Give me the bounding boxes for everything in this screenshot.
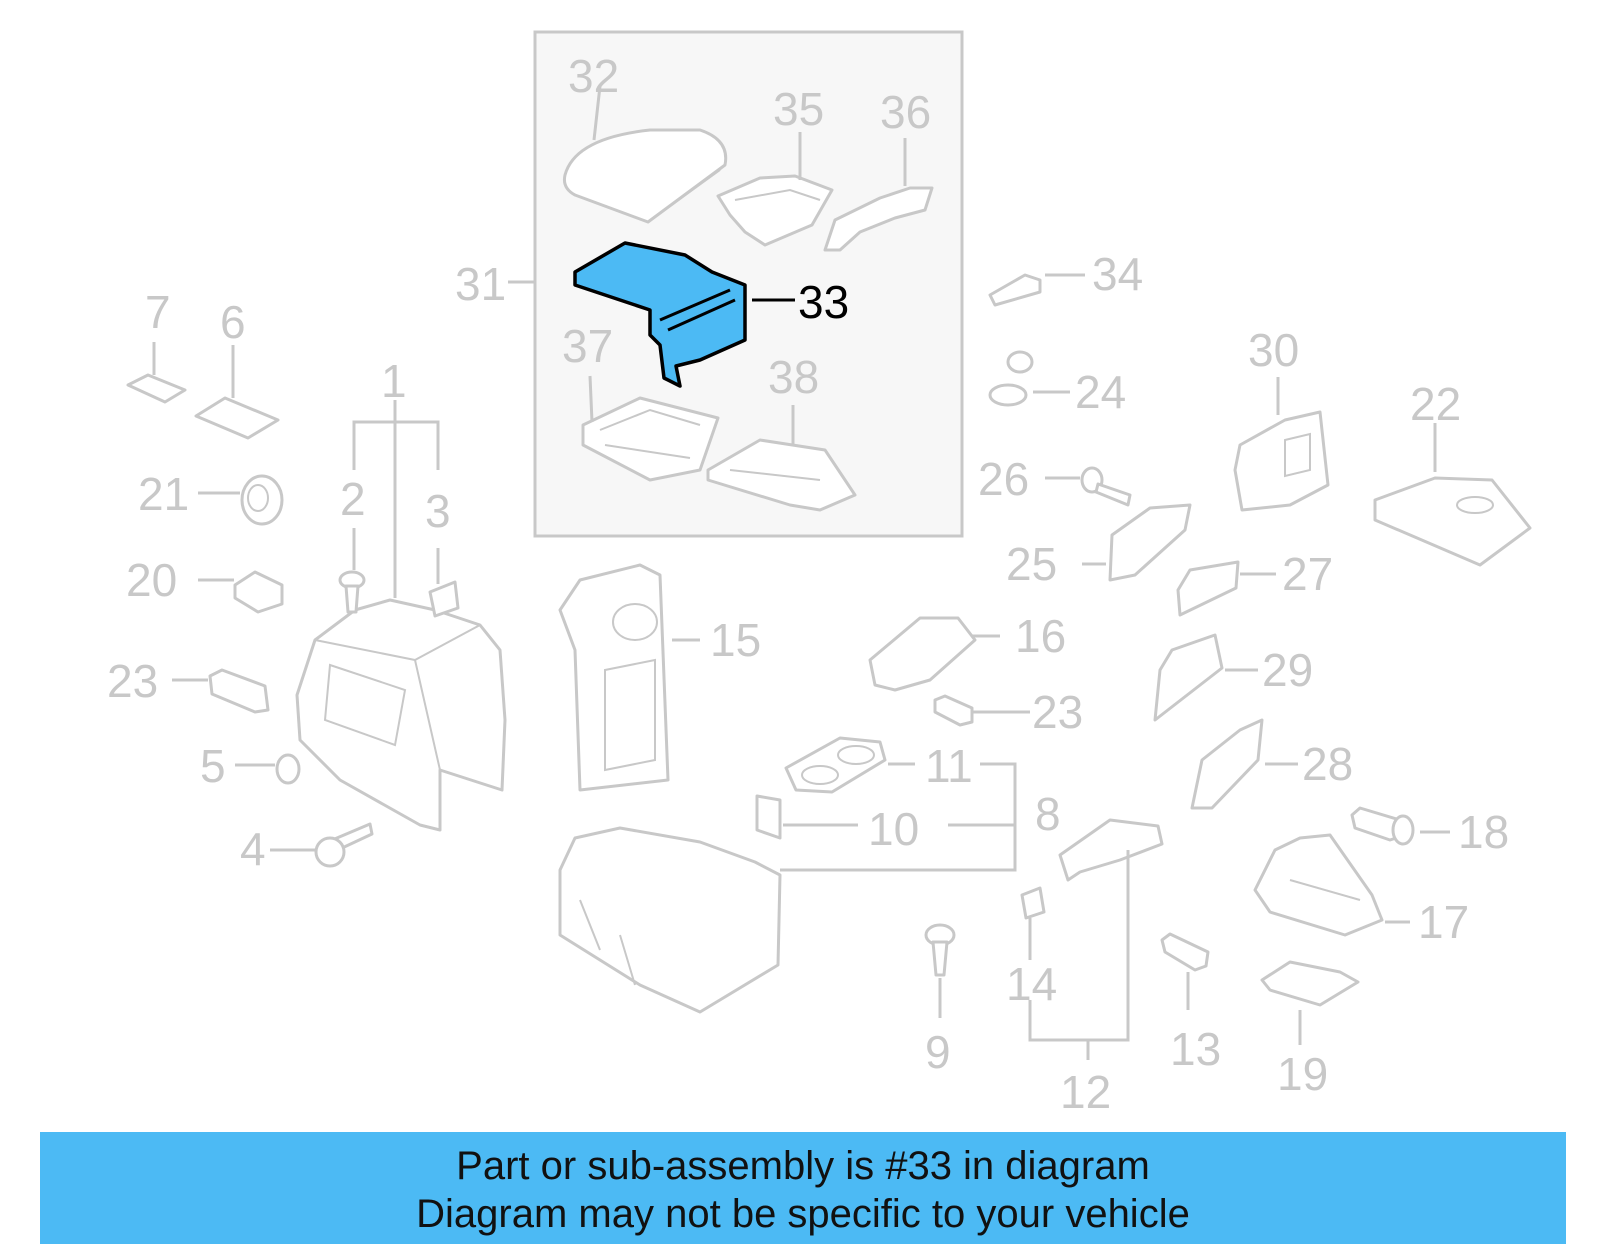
banner-line-disclaimer: Diagram may not be specific to your vehi…	[416, 1192, 1190, 1236]
callout-18[interactable]: 18	[1458, 806, 1509, 858]
callout-4[interactable]: 4	[240, 823, 266, 875]
callout-30[interactable]: 30	[1248, 324, 1299, 376]
callout-23-left[interactable]: 23	[107, 655, 158, 707]
callout-labels: 1 2 3 4 5 6 7 8 9 10 11 12 13 14 15 16 1…	[107, 50, 1509, 1118]
part-37-tray[interactable]	[581, 396, 720, 482]
callout-10[interactable]: 10	[868, 803, 919, 855]
callout-2[interactable]: 2	[340, 473, 366, 525]
callout-27[interactable]: 27	[1282, 548, 1333, 600]
callout-22[interactable]: 22	[1410, 378, 1461, 430]
part-12-bracket[interactable]	[1058, 818, 1164, 882]
part-19-clip[interactable]	[1260, 960, 1360, 1007]
part-27-clip[interactable]	[1176, 560, 1240, 617]
part-23-bolt-center[interactable]	[933, 694, 974, 727]
part-16-bezel[interactable]	[868, 616, 977, 692]
callout-9[interactable]: 9	[925, 1026, 951, 1078]
callout-34[interactable]: 34	[1092, 248, 1143, 300]
part-25-bracket[interactable]	[1108, 503, 1192, 582]
callout-1[interactable]: 1	[381, 355, 407, 407]
callout-11[interactable]: 11	[925, 740, 973, 792]
callout-23-center[interactable]: 23	[1032, 686, 1083, 738]
part-22-bracket[interactable]	[1373, 476, 1532, 567]
callout-24[interactable]: 24	[1075, 366, 1126, 418]
part-34-screw[interactable]	[988, 273, 1042, 307]
callout-28[interactable]: 28	[1302, 738, 1353, 790]
callout-13[interactable]: 13	[1170, 1023, 1221, 1075]
callout-7[interactable]: 7	[145, 286, 171, 338]
part-36-latch-rod[interactable]	[823, 186, 934, 252]
part-26-screw[interactable]	[1080, 466, 1132, 507]
banner-line-part: Part or sub-assembly is #33 in diagram	[456, 1144, 1150, 1188]
part-23-bolt-left[interactable]	[208, 668, 270, 714]
part-35-bracket[interactable]	[716, 174, 834, 247]
part-13-bolt[interactable]	[1160, 932, 1210, 972]
part-21-plug[interactable]	[240, 474, 284, 526]
part-17-cup-holder[interactable]	[1253, 833, 1384, 937]
part-32-armrest-lid[interactable]	[563, 128, 728, 224]
part-10-mat[interactable]	[755, 794, 782, 840]
part-18-bolt[interactable]	[1350, 806, 1415, 846]
part-11-cup-holder[interactable]	[784, 736, 887, 794]
part-3-clip[interactable]	[428, 580, 460, 618]
part-38-base-plate[interactable]	[706, 438, 857, 512]
part-30-module[interactable]	[1233, 410, 1330, 512]
callout-15[interactable]: 15	[710, 614, 761, 666]
callout-19[interactable]: 19	[1277, 1048, 1328, 1100]
callout-8[interactable]: 8	[1035, 788, 1061, 840]
callout-35[interactable]: 35	[773, 83, 824, 135]
callout-21[interactable]: 21	[138, 468, 189, 520]
callout-3[interactable]: 3	[425, 485, 451, 537]
callout-26[interactable]: 26	[978, 453, 1029, 505]
part-24-nut[interactable]	[988, 350, 1034, 407]
part-33-armrest-hinge[interactable]	[573, 241, 747, 388]
part-6-pad[interactable]	[194, 396, 280, 440]
callout-5[interactable]: 5	[200, 740, 226, 792]
callout-20[interactable]: 20	[126, 554, 177, 606]
callout-38[interactable]: 38	[768, 351, 819, 403]
callout-17[interactable]: 17	[1418, 896, 1469, 948]
part-15-side-panel[interactable]	[558, 563, 670, 792]
part-14-clip[interactable]	[1020, 886, 1046, 920]
callout-25[interactable]: 25	[1006, 538, 1057, 590]
part-29-panel[interactable]	[1153, 633, 1224, 722]
info-banner: Part or sub-assembly is #33 in diagram D…	[40, 1132, 1566, 1244]
callout-32[interactable]: 32	[568, 50, 619, 102]
callout-33[interactable]: 33	[798, 276, 849, 328]
part-1-console-frame[interactable]	[295, 598, 507, 832]
part-4-bolt[interactable]	[314, 822, 374, 868]
part-7-pad[interactable]	[126, 373, 187, 404]
part-2-screw[interactable]	[338, 570, 366, 614]
callout-29[interactable]: 29	[1262, 644, 1313, 696]
callout-12[interactable]: 12	[1060, 1066, 1111, 1118]
part-20-clip[interactable]	[233, 570, 284, 614]
callout-37[interactable]: 37	[562, 320, 613, 372]
part-28-panel[interactable]	[1190, 718, 1264, 810]
callout-31[interactable]: 31	[455, 258, 506, 310]
part-9-screw[interactable]	[924, 923, 956, 977]
callout-6[interactable]: 6	[220, 296, 246, 348]
callout-36[interactable]: 36	[880, 86, 931, 138]
part-5-ring[interactable]	[275, 753, 301, 785]
callout-14[interactable]: 14	[1006, 958, 1057, 1010]
part-main-console-bin[interactable]	[558, 826, 782, 1014]
leader-lines	[152, 85, 1450, 1060]
callout-16[interactable]: 16	[1015, 610, 1066, 662]
